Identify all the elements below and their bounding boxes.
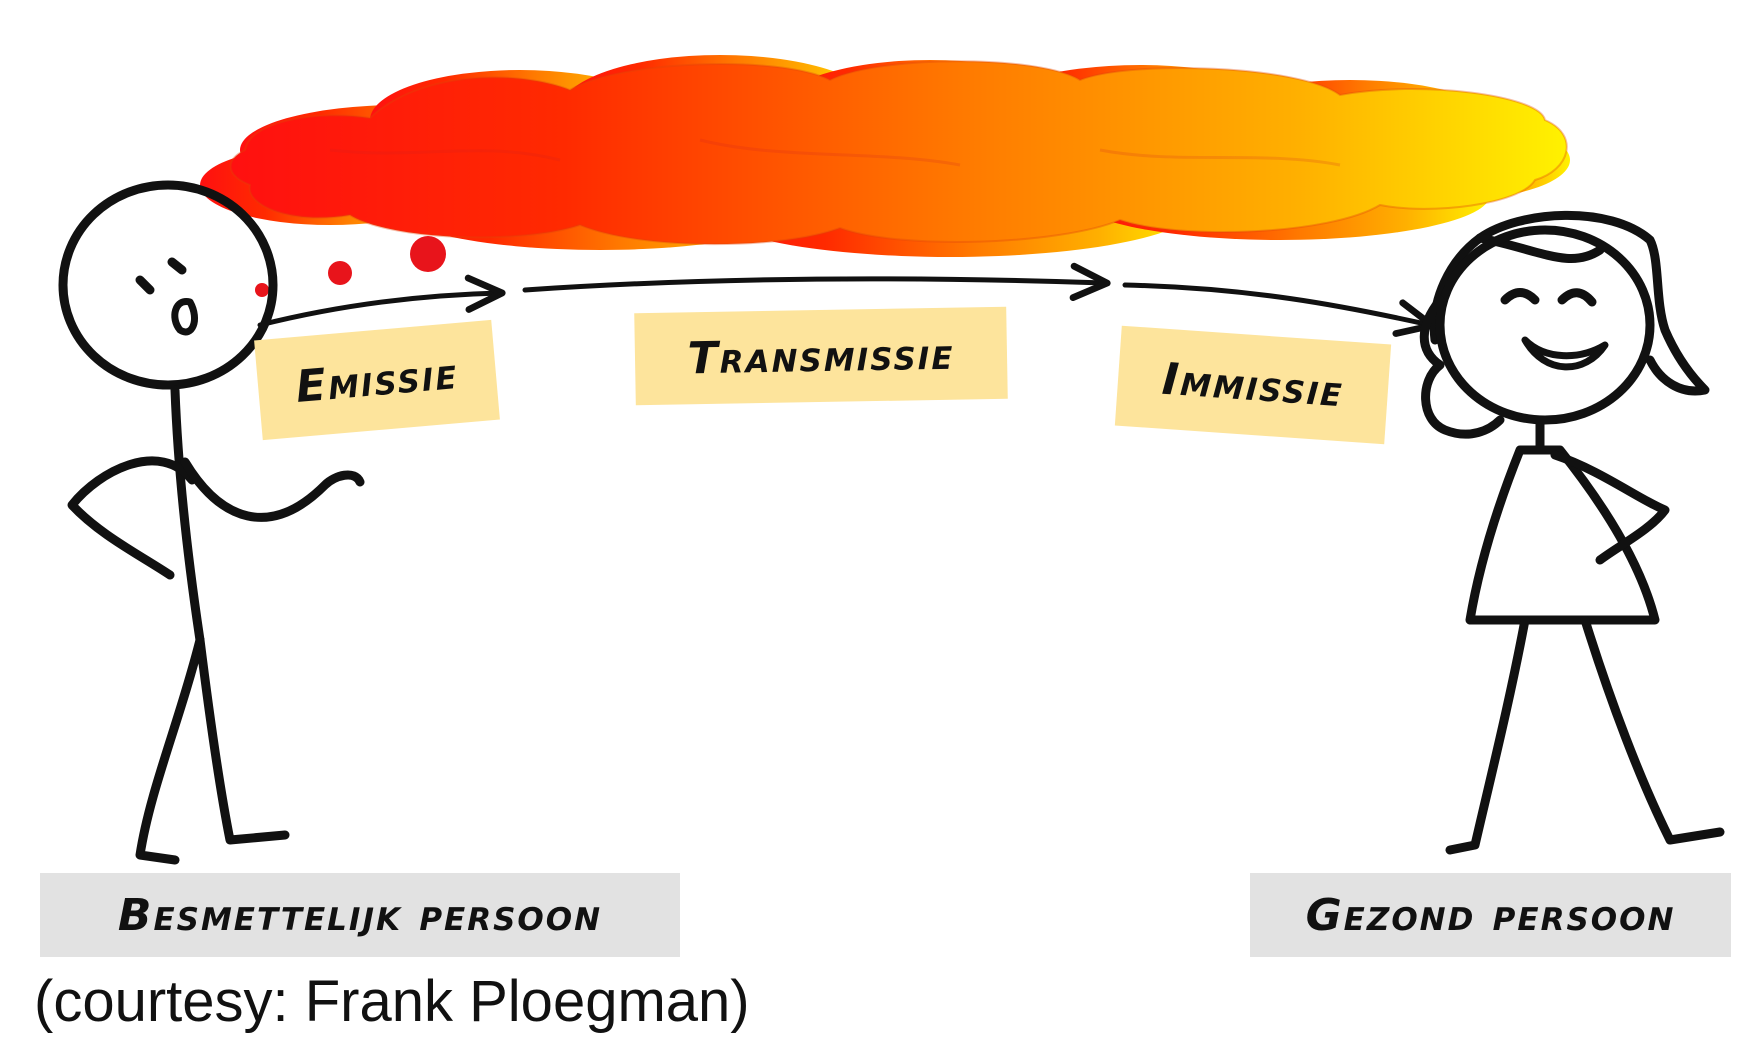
infected-person-label: Besmettelijk persoon [40, 873, 680, 957]
emission-arrow [257, 274, 506, 328]
credit-text: (courtesy: Frank Ploegman) [34, 969, 750, 1034]
healthy-person-label: Gezond persoon [1250, 873, 1731, 957]
immission-label: Immissie [1114, 325, 1392, 445]
transmission-label: Transmissie [634, 306, 1008, 406]
emission-label: Emissie [254, 319, 500, 441]
immission-arrow [1122, 282, 1436, 337]
aerosol-cloud [200, 55, 1570, 257]
infected-person-figure [58, 180, 365, 865]
transmission-arrows [257, 262, 1436, 337]
transmission-arrow [522, 262, 1111, 302]
droplets [255, 236, 446, 297]
healthy-person-figure [1419, 210, 1725, 855]
